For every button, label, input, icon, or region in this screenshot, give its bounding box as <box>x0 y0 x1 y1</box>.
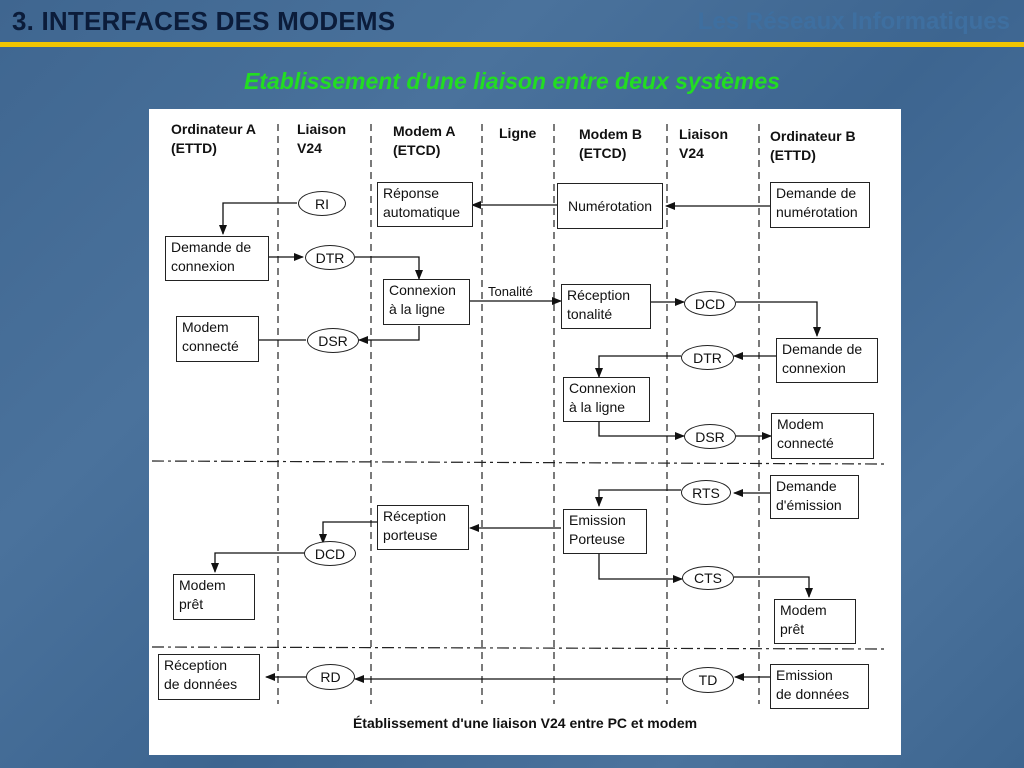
signal-dsr-b-oval: DSR <box>684 424 736 449</box>
box-modem-connecte-a: Modem connecté <box>176 316 259 362</box>
signal-td-oval: TD <box>682 667 734 693</box>
column-header-modem-a: Modem A (ETCD) <box>393 123 456 158</box>
column-header-modem-b: Modem B (ETCD) <box>579 126 642 161</box>
signal-dcd-a-oval: DCD <box>304 541 356 566</box>
box-modem-connecte-b: Modem connecté <box>771 413 874 459</box>
box-modem-pret-a: Modem prêt <box>173 574 255 620</box>
box-reception-tonalite: Réception tonalité <box>561 284 651 329</box>
box-demande-numerotation: Demande de numérotation <box>770 182 870 228</box>
signal-cts-oval: CTS <box>682 566 734 590</box>
signal-dtr-a-oval: DTR <box>305 245 355 270</box>
box-demande-emission: Demande d'émission <box>770 475 859 519</box>
diagram-connectors <box>151 124 885 704</box>
phase-separators <box>151 460 885 650</box>
box-numerotation: Numérotation <box>557 183 663 229</box>
header-divider <box>0 42 1024 47</box>
column-header-ordinateur-b: Ordinateur B (ETTD) <box>770 128 856 163</box>
signal-ri-oval: RI <box>298 191 346 216</box>
box-emission-porteuse: Emission Porteuse <box>563 509 647 554</box>
signal-dtr-b-oval: DTR <box>681 345 734 370</box>
column-separators <box>277 124 760 704</box>
box-reception-donnees: Réception de données <box>158 654 260 700</box>
signal-rd-oval: RD <box>306 664 355 690</box>
slide-header: 3. INTERFACES DES MODEMS Les Réseaux Inf… <box>0 0 1024 47</box>
box-emission-donnees: Emission de données <box>770 664 869 709</box>
signal-dcd-b-oval: DCD <box>684 291 736 316</box>
box-demande-connexion-b: Demande de connexion <box>776 338 878 383</box>
box-connexion-ligne-a: Connexion à la ligne <box>383 279 470 325</box>
column-header-ligne: Ligne <box>499 125 537 141</box>
column-header-liaison-v24-b: Liaison V24 <box>679 126 729 161</box>
label-tonalite: Tonalité <box>488 284 533 299</box>
signal-rts-oval: RTS <box>681 480 731 505</box>
sequence-diagram: Ordinateur A (ETTD) Liaison V24 Modem A … <box>149 109 901 755</box>
brand-text: Les Réseaux Informatiques <box>697 8 1010 35</box>
slide-subtitle: Etablissement d'une liaison entre deux s… <box>244 68 780 94</box>
column-header-ordinateur-a: Ordinateur A (ETTD) <box>171 121 257 156</box>
slide-title: 3. INTERFACES DES MODEMS <box>12 6 396 36</box>
box-reponse-automatique: Réponse automatique <box>377 182 473 227</box>
box-reception-porteuse: Réception porteuse <box>377 505 469 550</box>
box-connexion-ligne-b: Connexion à la ligne <box>563 377 650 422</box>
diagram-caption: Établissement d'une liaison V24 entre PC… <box>352 715 698 731</box>
box-modem-pret-b: Modem prêt <box>774 599 856 644</box>
column-header-liaison-v24-a: Liaison V24 <box>297 121 347 156</box>
box-demande-connexion-a: Demande de connexion <box>165 236 269 281</box>
signal-dsr-a-oval: DSR <box>307 328 359 353</box>
